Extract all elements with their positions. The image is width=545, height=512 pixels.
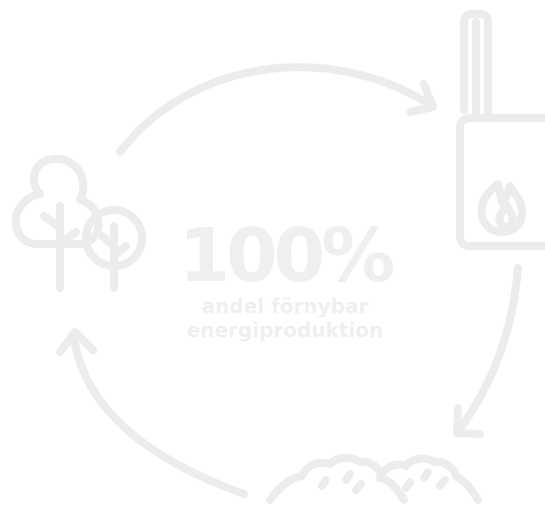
renewable-percentage: 100% bbox=[178, 213, 396, 299]
arrowhead-icon bbox=[56, 328, 97, 356]
boiler-icon bbox=[456, 10, 545, 250]
renewable-share-label: 100% andel förnybar energiproduktion bbox=[150, 218, 420, 342]
wood-chips-icon bbox=[266, 453, 482, 504]
arrow-chips-to-trees bbox=[56, 328, 248, 498]
trees-icon bbox=[11, 154, 146, 292]
caption-line-1: andel förnybar bbox=[201, 294, 369, 318]
arrowhead-icon bbox=[453, 404, 484, 438]
arrowhead-icon bbox=[406, 80, 437, 116]
arrow-boiler-to-chips bbox=[453, 264, 522, 438]
cycle-arrow-icon bbox=[454, 264, 522, 436]
flame-icon bbox=[477, 180, 526, 236]
arrow-trees-to-boiler bbox=[116, 63, 437, 156]
caption-line-2: energiproduktion bbox=[186, 318, 384, 342]
cycle-arrow-icon bbox=[70, 334, 248, 498]
cycle-arrow-icon bbox=[116, 63, 436, 156]
